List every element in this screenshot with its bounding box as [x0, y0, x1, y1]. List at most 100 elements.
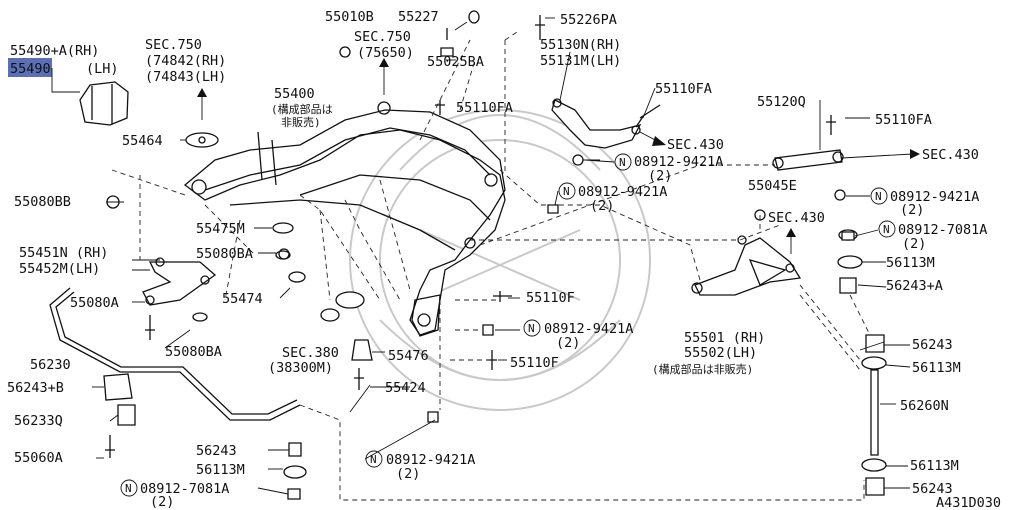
svg-text:N: N: [619, 156, 626, 169]
label-08912-9421a-3-qty: (2): [590, 198, 614, 214]
nut-symbol-icon: N: [870, 187, 888, 205]
label-sec750b-2: (75650): [357, 45, 414, 61]
direction-arrows: [197, 58, 920, 254]
label-56243b: 56243+B: [7, 380, 64, 396]
label-56233q: 56233Q: [14, 413, 63, 429]
svg-text:N: N: [875, 190, 882, 203]
stabilizer-bar-56230: [49, 287, 301, 458]
label-55080a: 55080A: [70, 295, 119, 311]
part-labels: 55490+A(RH) 55490 (LH) SEC.750 (74842(RH…: [7, 9, 1001, 510]
hardware-bolts: [106, 10, 855, 500]
label-55110f-a: 55110F: [526, 290, 575, 306]
label-55227: 55227: [398, 9, 439, 25]
nut-symbol-icons: N N N N N N N: [120, 153, 896, 497]
label-55452m: 55452M(LH): [19, 261, 100, 277]
watermark-emblem: [349, 109, 651, 411]
nut-symbol-icon: N: [878, 220, 896, 238]
label-08912-9421a-2-qty: (2): [900, 202, 924, 218]
label-55080ba-a: 55080BA: [196, 246, 253, 262]
label-55131m: 55131M(LH): [540, 53, 621, 69]
label-55080ba-b: 55080BA: [165, 344, 222, 360]
label-56113m-d: 56113M: [910, 458, 959, 474]
crossmember-55400: [183, 101, 506, 337]
label-55464: 55464: [122, 133, 163, 149]
label-55010b: 55010B: [325, 9, 374, 25]
label-56113m-b: 56113M: [912, 360, 961, 376]
label-56113m-c: 56113M: [196, 462, 245, 478]
label-55080bb: 55080BB: [14, 194, 71, 210]
label-55501: 55501 (RH): [684, 330, 765, 346]
label-08912-7081a-2-qty: (2): [150, 494, 174, 510]
label-55110fa-b: 55110FA: [655, 81, 712, 97]
label-55060a: 55060A: [14, 450, 63, 466]
shock-stack-56260n: [837, 229, 887, 496]
label-sec430a: SEC.430: [667, 137, 724, 153]
label-sec380-2: (38300M): [268, 360, 333, 376]
label-sec430c: SEC.430: [768, 210, 825, 226]
label-08912-9421a-2: 08912-9421A: [890, 189, 979, 205]
label-55501-note: (構成部品は非販売): [652, 362, 753, 376]
svg-text:N: N: [563, 185, 570, 198]
label-55474: 55474: [222, 291, 263, 307]
label-55490-lh: (LH): [86, 61, 119, 77]
nut-symbol-icon: N: [120, 479, 138, 497]
link-55451n: [142, 257, 217, 340]
label-08912-9421a-5-qty: (2): [396, 466, 420, 482]
diagram-id: A431D030: [936, 495, 1001, 510]
label-55130n: 55130N(RH): [540, 37, 621, 53]
label-sec430b: SEC.430: [922, 147, 979, 163]
label-55476: 55476: [388, 348, 429, 364]
label-55110f-b: 55110F: [510, 355, 559, 371]
label-sec380-1: SEC.380: [282, 345, 339, 361]
label-08912-7081a-2: 08912-7081A: [140, 481, 229, 497]
label-55400-note1: (構成部品は: [271, 102, 333, 116]
label-56260n: 56260N: [900, 398, 949, 414]
label-08912-9421a-1-qty: (2): [648, 168, 672, 184]
upper-arm-55130n: [535, 15, 661, 166]
label-08912-9421a-1: 08912-9421A: [634, 154, 723, 170]
label-56243-a: 56243: [912, 337, 953, 353]
svg-text:N: N: [125, 482, 132, 495]
label-55226pa: 55226PA: [560, 12, 617, 28]
label-08912-9421a-4: 08912-9421A: [544, 321, 633, 337]
lower-arm-55501: [691, 235, 802, 296]
insulator-55464: [185, 132, 219, 148]
label-leaders: [92, 159, 911, 495]
label-56243-c: 56243: [912, 481, 953, 497]
label-56230: 56230: [30, 357, 71, 373]
label-08912-9421a-4-qty: (2): [556, 335, 580, 351]
nut-symbol-icon: N: [523, 319, 541, 337]
svg-text:N: N: [883, 223, 890, 236]
nut-symbol-icon: N: [365, 450, 383, 468]
label-55424: 55424: [385, 380, 426, 396]
nut-symbol-icon: N: [558, 182, 576, 200]
label-56243-b: 56243: [196, 443, 237, 459]
label-55451n: 55451N (RH): [19, 245, 108, 261]
label-55490a: 55490+A(RH): [10, 43, 99, 59]
label-55025ba: 55025BA: [427, 54, 484, 70]
label-08912-9421a-5: 08912-9421A: [386, 452, 475, 468]
label-55110fa-a: 55110FA: [456, 100, 513, 116]
bushing-55490: [79, 81, 129, 126]
label-56113m-a: 56113M: [886, 255, 935, 271]
label-55475m: 55475M: [196, 221, 245, 237]
label-55502: 55502(LH): [684, 345, 757, 361]
leader-lines: [51, 17, 896, 501]
label-55400: 55400: [274, 86, 315, 102]
label-55045e: 55045E: [748, 178, 797, 194]
label-55110fa-c: 55110FA: [875, 112, 932, 128]
label-55400-note2: 非販売): [281, 116, 321, 129]
label-56243a: 56243+A: [886, 278, 943, 294]
svg-text:N: N: [528, 322, 535, 335]
label-sec750b-1: SEC.750: [354, 29, 411, 45]
label-08912-9421a-3: 08912-9421A: [578, 184, 667, 200]
label-55490: 55490: [10, 61, 51, 77]
label-sec750a-3: (74843(LH): [145, 69, 226, 85]
highlight-55490: [8, 58, 52, 77]
label-55120q: 55120Q: [757, 94, 806, 110]
label-sec750a-2: (74842(RH): [145, 53, 226, 69]
lateral-link-55120q: [772, 115, 846, 201]
svg-text:N: N: [370, 453, 377, 466]
ball-joint-55476: [320, 291, 373, 390]
